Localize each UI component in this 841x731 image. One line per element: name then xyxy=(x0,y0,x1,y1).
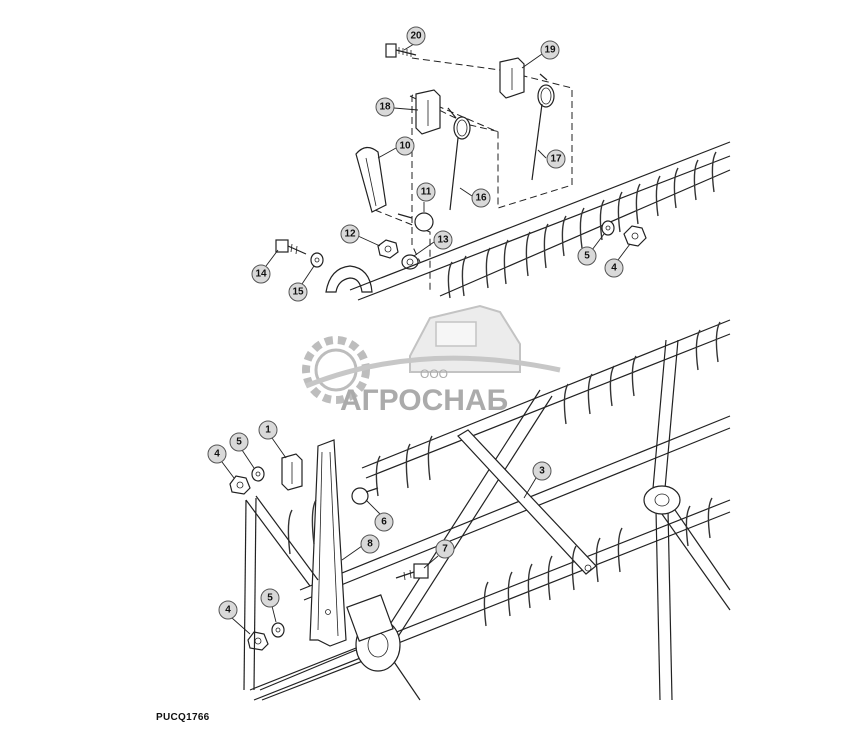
reel-bars xyxy=(249,319,731,701)
nut-4-upper xyxy=(623,225,647,247)
svg-text:14: 14 xyxy=(255,269,267,280)
svg-text:20: 20 xyxy=(410,31,422,42)
svg-text:7: 7 xyxy=(442,544,448,555)
svg-text:4: 4 xyxy=(611,263,617,274)
callout-13: 13 xyxy=(413,230,453,257)
washer-15 xyxy=(310,252,324,268)
svg-text:18: 18 xyxy=(379,102,391,113)
bracket-18 xyxy=(415,89,441,135)
spring-17 xyxy=(531,73,555,181)
nut-4-lower-bottom xyxy=(247,631,269,651)
spring-16 xyxy=(447,107,471,211)
bolt-14 xyxy=(275,239,307,255)
reel-spokes xyxy=(259,339,731,701)
callout-17: 17 xyxy=(537,149,566,169)
carriage-bolt-6 xyxy=(351,487,379,505)
callout-5-lower-top: 5 xyxy=(229,432,255,469)
combine-harvester-icon xyxy=(409,304,521,373)
callout-11: 11 xyxy=(416,182,436,212)
callout-8: 8 xyxy=(341,534,380,561)
callout-18: 18 xyxy=(375,97,419,117)
callout-10: 10 xyxy=(377,136,415,159)
callout-4-lower-top: 4 xyxy=(207,444,235,479)
nut-12 xyxy=(377,239,399,259)
reel-hub-left xyxy=(346,594,401,672)
svg-text:17: 17 xyxy=(550,154,562,165)
svg-text:15: 15 xyxy=(292,287,304,298)
svg-text:13: 13 xyxy=(437,235,449,246)
figure-code: PUCQ1766 xyxy=(156,712,210,723)
tines-lower xyxy=(287,321,721,627)
svg-text:5: 5 xyxy=(584,251,590,262)
svg-text:3: 3 xyxy=(539,466,545,477)
watermark-logo: ООО АГРОСНАБ xyxy=(302,304,561,417)
callout-3: 3 xyxy=(523,461,552,499)
washer-5-lower-top xyxy=(251,466,265,482)
tine-bar-upper xyxy=(349,141,731,301)
svg-text:5: 5 xyxy=(236,437,242,448)
callout-5-upper: 5 xyxy=(577,233,605,266)
callout-1: 1 xyxy=(258,420,287,459)
callout-5-lower-bottom: 5 xyxy=(260,588,280,623)
svg-text:4: 4 xyxy=(214,449,220,460)
callout-12: 12 xyxy=(340,224,381,247)
watermark-name: АГРОСНАБ xyxy=(340,384,508,417)
nut-4-lower-top xyxy=(229,475,251,495)
arm-3 xyxy=(457,429,597,575)
bolt-7 xyxy=(395,563,429,581)
svg-text:5: 5 xyxy=(267,593,273,604)
bolt-20 xyxy=(385,43,417,58)
callout-7: 7 xyxy=(423,539,455,569)
strap-10 xyxy=(355,146,387,213)
svg-text:11: 11 xyxy=(421,187,432,198)
callout-15: 15 xyxy=(288,265,315,302)
callout-19: 19 xyxy=(521,40,560,69)
reel-hub-right xyxy=(643,485,681,515)
svg-text:16: 16 xyxy=(475,193,487,204)
svg-text:6: 6 xyxy=(381,517,387,528)
callout-4-lower-bottom: 4 xyxy=(218,600,251,635)
svg-text:1: 1 xyxy=(265,425,271,436)
assembly-guide xyxy=(374,209,431,290)
svg-text:8: 8 xyxy=(367,539,373,550)
svg-text:10: 10 xyxy=(399,141,411,152)
upper-assembly xyxy=(275,43,731,301)
support-8 xyxy=(309,439,347,647)
washer-5-lower-bottom xyxy=(271,622,285,638)
callout-20: 20 xyxy=(403,26,426,51)
callout-16: 16 xyxy=(459,187,491,208)
callout-4-upper: 4 xyxy=(604,243,631,278)
watermark-prefix: ООО xyxy=(420,367,448,381)
svg-text:19: 19 xyxy=(544,45,556,56)
washer-5-upper xyxy=(601,220,615,236)
svg-text:4: 4 xyxy=(225,605,231,616)
bracket-1 xyxy=(281,453,303,491)
reel-frame-left xyxy=(243,495,319,691)
clamp xyxy=(325,265,373,293)
assembly-guide xyxy=(411,57,573,209)
tines-upper xyxy=(447,151,717,299)
svg-text:12: 12 xyxy=(344,229,356,240)
carriage-bolt-11 xyxy=(397,212,434,232)
bracket-19 xyxy=(499,57,525,99)
callout-6: 6 xyxy=(365,499,394,532)
lower-assembly xyxy=(229,319,731,701)
callout-14: 14 xyxy=(251,249,279,284)
